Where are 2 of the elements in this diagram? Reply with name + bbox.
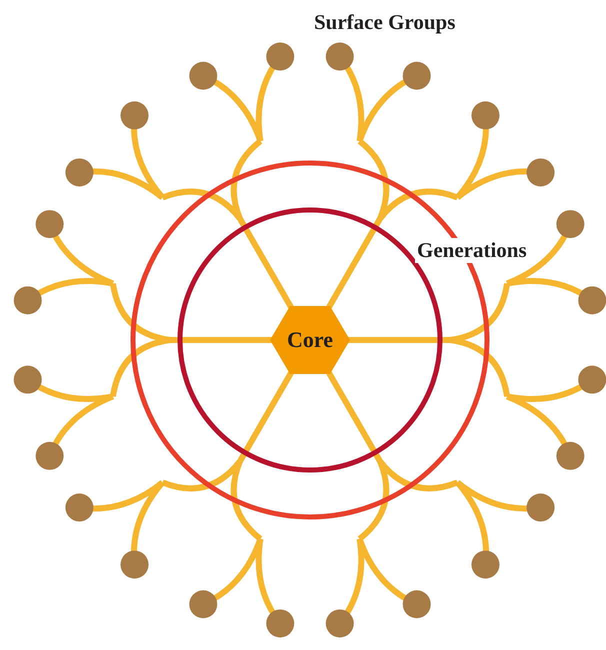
generations-label: Generations	[415, 238, 529, 263]
core-hexagon: Core	[270, 306, 350, 374]
